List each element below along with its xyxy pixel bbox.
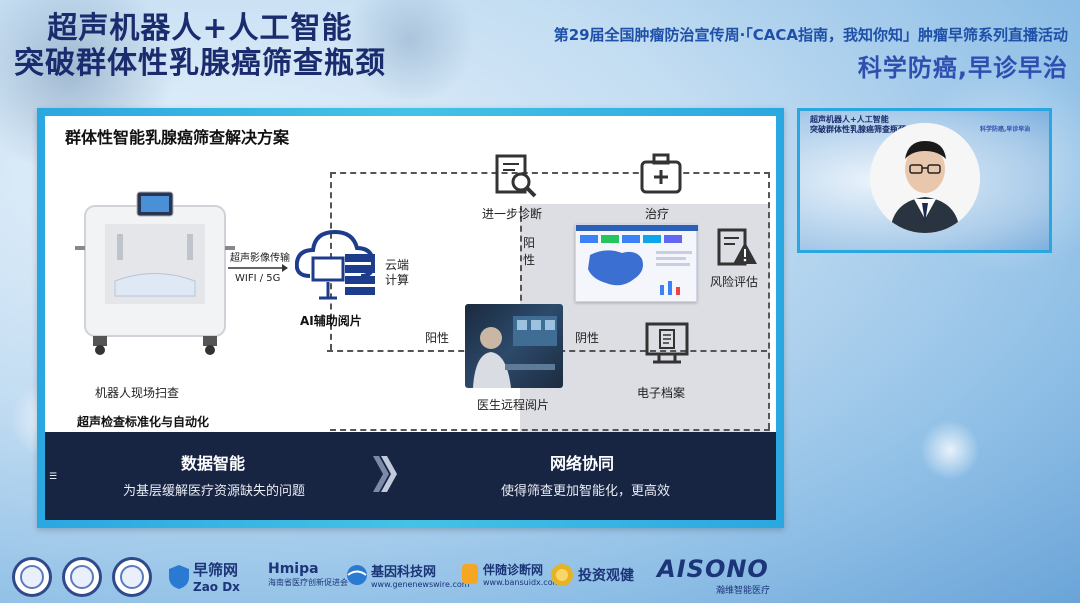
ultrasound-robot-image [75,186,235,356]
risk-warning-icon [717,228,757,268]
presenter-video: 超声机器人+人工智能 突破群体性乳腺癌筛查瓶颈 科学防癌,早诊早治 [800,111,1049,250]
dashboard-screenshot [575,224,697,302]
ai-reading-label: AI辅助阅片 [300,312,362,329]
dashed-connector [330,429,770,431]
wifi-label: WIFI / 5G [235,273,280,284]
logo-zaodx: 早筛网 Zao Dx [168,559,240,594]
data-intelligence-subtitle: 为基层缓解医疗资源缺失的问题 [123,480,305,499]
presenter-bg-title: 超声机器人+人工智能 突破群体性乳腺癌筛查瓶颈 [810,115,906,134]
slide-frame: 群体性智能乳腺癌筛查解决方案 机器人现场扫查 超声检查标准化与自动化 [37,108,784,528]
slide-title: 群体性智能乳腺癌筛查解决方案 [65,124,289,148]
electronic-file-label: 电子档案 [637,384,685,401]
dashed-connector [330,172,770,174]
logo-seal-1 [12,557,52,597]
presenter-video-frame: 超声机器人+人工智能 突破群体性乳腺癌筛查瓶颈 科学防癌,早诊早治 [797,108,1052,253]
zaodx-en: Zao Dx [193,580,240,594]
logo-seal-2 [62,557,102,597]
double-chevron-right-icon [373,454,397,494]
treatment-label: 治疗 [645,205,669,222]
slide: 群体性智能乳腺癌筛查解决方案 机器人现场扫查 超声检查标准化与自动化 [45,116,776,520]
network-collab-subtitle: 使得筛查更加智能化，更高效 [501,480,670,499]
main-title: 超声机器人+人工智能 突破群体性乳腺癌筛查瓶颈 [0,12,400,81]
dashed-connector [768,172,770,429]
hmipa-sub: 海南省医疗创新促进会 [268,577,348,588]
positive-vertical-label: 阳 [523,234,535,251]
sponsor-logos: 早筛网 Zao Dx Hmipa 海南省医疗创新促进会 基因科技网 www.ge… [0,553,1080,603]
robot-caption: 机器人现场扫查 [95,384,179,401]
transmit-label: 超声影像传输 [230,249,290,264]
doctor-remote-photo [465,304,563,388]
event-title: 第29届全国肿瘤防治宣传周·「CACA指南，我知你知」肿瘤早筛系列直播活动 [554,24,1068,45]
positive-vertical-label: 性 [523,251,535,268]
shield-icon [168,564,190,590]
aisono-text: AISONO [657,555,769,583]
coin-icon [550,563,574,587]
touzi-text: 投资观健 [578,565,634,585]
logo-aisono: AISONO 瀚维智能医疗 [656,555,770,596]
hmipa-text: Hmipa [268,561,319,577]
menu-icon[interactable]: ☰ [49,472,57,482]
cloud-label-2: 计算 [385,271,409,288]
zaodx-cn: 早筛网 [193,559,240,580]
main-title-line1: 超声机器人+人工智能 [0,12,400,47]
robot-standard-caption: 超声检查标准化与自动化 [77,413,209,430]
data-intelligence-title: 数据智能 [181,450,245,474]
logo-genenews: 基因科技网 www.genenewswire.com [346,561,470,589]
slogan: 科学防癌,早诊早治 [858,48,1068,83]
network-collab-title: 网络协同 [550,450,614,474]
hand-icon [460,562,480,586]
negative-label: 阴性 [575,329,599,346]
globe-icon [346,564,368,586]
presenter-bg-title-line1: 超声机器人+人工智能 [810,115,906,125]
logo-seal-3 [112,557,152,597]
further-diagnosis-label: 进一步诊断 [482,205,542,222]
presenter-bg-slogan: 科学防癌,早诊早治 [980,124,1030,133]
dashboard-image [576,225,698,303]
presenter-avatar [870,123,980,233]
diagnosis-magnifier-icon [495,154,537,198]
logo-hmipa: Hmipa 海南省医疗创新促进会 [268,561,348,588]
risk-assessment-label: 风险评估 [710,273,758,290]
bansuidx-text: 伴随诊断网 [483,561,560,578]
medical-kit-icon [640,152,682,194]
positive-label: 阳性 [425,329,449,346]
cloud-server-icon [295,226,380,306]
electronic-file-icon [645,322,689,366]
arrow-right-icon [228,264,288,272]
bansuidx-sub: www.bansuidx.com [483,578,560,587]
main-title-line2: 突破群体性乳腺癌筛查瓶颈 [0,47,400,82]
logo-touzi: 投资观健 [550,563,634,587]
genenews-sub: www.genenewswire.com [371,580,470,589]
slide-bottom-bar: ☰ 数据智能 为基层缓解医疗资源缺失的问题 网络协同 使得筛查更加智能化，更高效 [45,432,776,520]
background-light-blob [920,420,980,480]
aisono-sub: 瀚维智能医疗 [716,583,770,596]
doctor-remote-label: 医生远程阅片 [477,396,549,413]
genenews-text: 基因科技网 [371,561,470,580]
logo-bansuidx: 伴随诊断网 www.bansuidx.com [460,561,560,587]
